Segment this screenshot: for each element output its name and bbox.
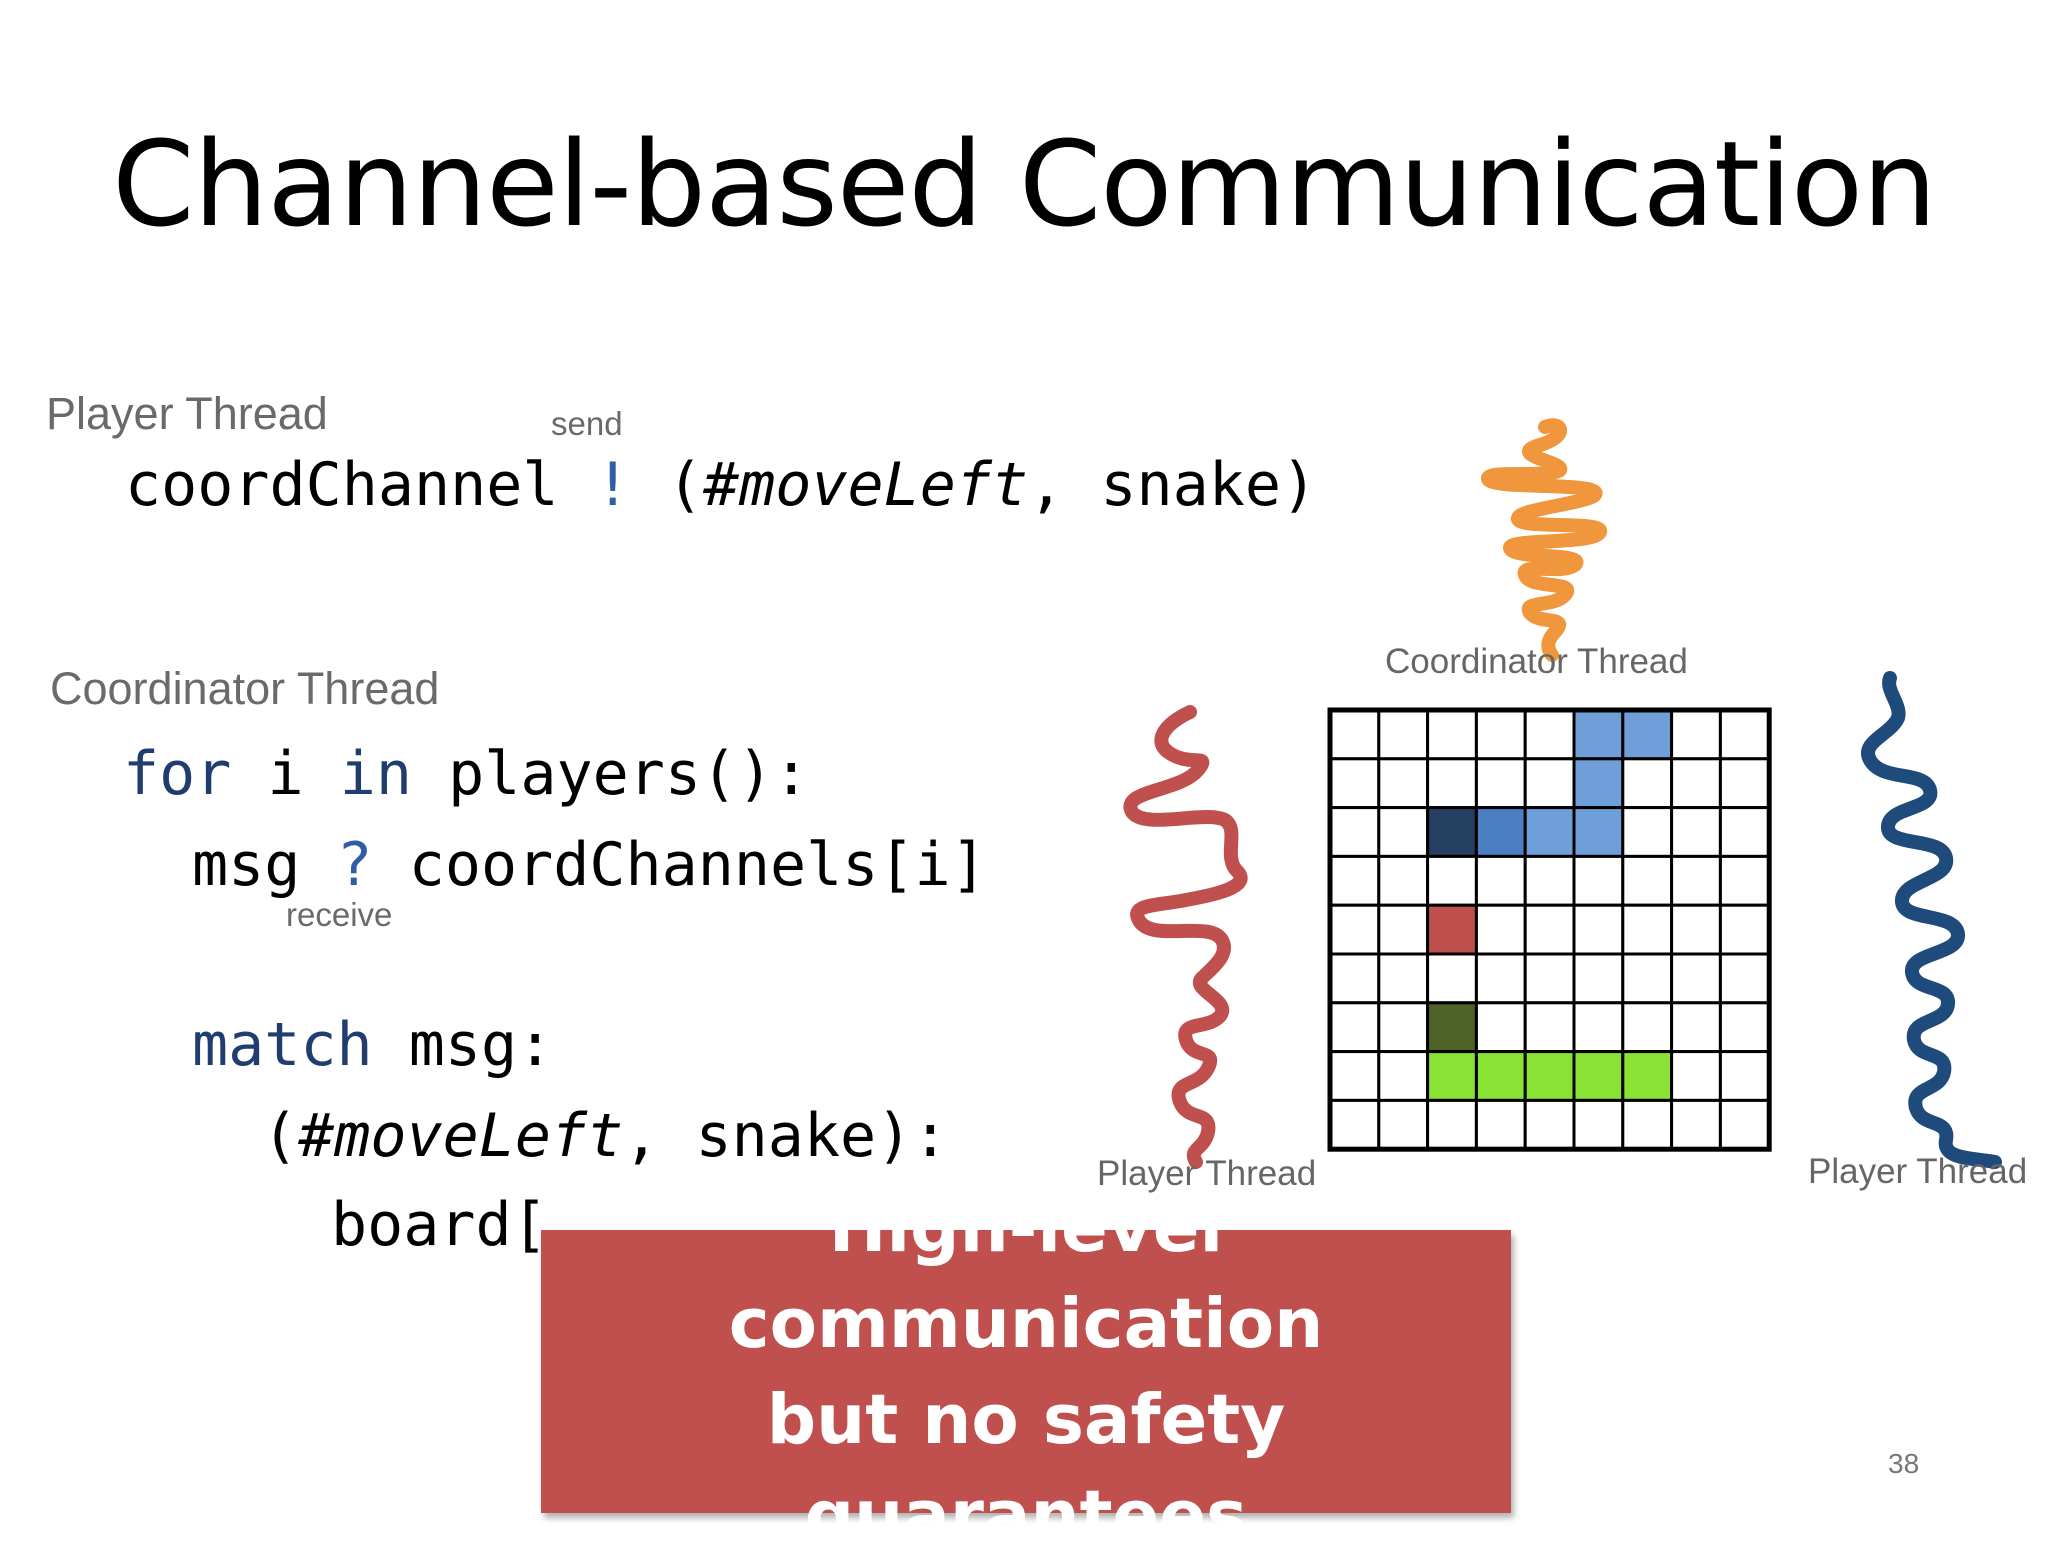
- grid-cell: [1330, 808, 1379, 857]
- grid-cell-filled: [1623, 1052, 1672, 1101]
- left-player-thread-squiggle: [1130, 712, 1240, 1162]
- right-player-thread-squiggle: [1868, 678, 1995, 1162]
- grid-cell: [1623, 954, 1672, 1003]
- grid-cell: [1379, 759, 1428, 808]
- grid-cell: [1379, 808, 1428, 857]
- grid-cell: [1672, 905, 1721, 954]
- grid-cell: [1672, 710, 1721, 759]
- grid-cell: [1525, 1100, 1574, 1149]
- diagram-coordinator-label: Coordinator Thread: [1385, 642, 1688, 682]
- grid-cell-filled: [1574, 759, 1623, 808]
- grid-cell-filled: [1525, 1052, 1574, 1101]
- grid-cell: [1623, 759, 1672, 808]
- grid-cell-filled: [1428, 1003, 1477, 1052]
- grid-cell: [1574, 905, 1623, 954]
- grid-cell: [1428, 710, 1477, 759]
- grid-cell: [1574, 954, 1623, 1003]
- grid-cell: [1476, 710, 1525, 759]
- grid-cell: [1720, 710, 1769, 759]
- grid-cell: [1428, 759, 1477, 808]
- grid-cell: [1330, 1003, 1379, 1052]
- grid-cell: [1623, 856, 1672, 905]
- grid-cell: [1476, 905, 1525, 954]
- grid-cell: [1525, 759, 1574, 808]
- grid-cell: [1525, 905, 1574, 954]
- grid-cell: [1379, 856, 1428, 905]
- grid-cell: [1672, 808, 1721, 857]
- grid-cell: [1428, 954, 1477, 1003]
- grid-cell: [1330, 1100, 1379, 1149]
- grid-cell: [1720, 856, 1769, 905]
- grid-cell: [1672, 1100, 1721, 1149]
- coordinator-thread-squiggle: [1488, 425, 1600, 655]
- grid-cell: [1720, 954, 1769, 1003]
- grid-cell-filled: [1476, 808, 1525, 857]
- grid-cell: [1379, 1052, 1428, 1101]
- grid-cell: [1623, 1100, 1672, 1149]
- grid-cell: [1672, 1003, 1721, 1052]
- grid-cell-filled: [1574, 710, 1623, 759]
- grid-cell: [1379, 1100, 1428, 1149]
- grid-cell: [1720, 759, 1769, 808]
- grid-cell: [1720, 1003, 1769, 1052]
- slide-number: 38: [1888, 1448, 1919, 1480]
- grid-cell: [1574, 856, 1623, 905]
- grid-cell: [1476, 856, 1525, 905]
- grid-cell: [1330, 759, 1379, 808]
- grid-cell-filled: [1525, 808, 1574, 857]
- grid-cell: [1623, 1003, 1672, 1052]
- grid-cell: [1476, 759, 1525, 808]
- grid-cell: [1525, 710, 1574, 759]
- grid-cell: [1672, 856, 1721, 905]
- grid-cell: [1525, 954, 1574, 1003]
- grid-cell: [1720, 808, 1769, 857]
- grid-cell-filled: [1574, 1052, 1623, 1101]
- grid-cell: [1672, 954, 1721, 1003]
- grid-cell: [1720, 905, 1769, 954]
- game-board-grid: [1330, 710, 1769, 1149]
- grid-cell: [1330, 856, 1379, 905]
- grid-cell: [1379, 710, 1428, 759]
- grid-cell: [1330, 710, 1379, 759]
- grid-cell: [1379, 905, 1428, 954]
- grid-cell: [1525, 1003, 1574, 1052]
- callout-box: High-level communication but no safety g…: [541, 1230, 1511, 1513]
- grid-cell: [1623, 905, 1672, 954]
- grid-cell: [1672, 1052, 1721, 1101]
- grid-cell: [1574, 1100, 1623, 1149]
- grid-cell: [1720, 1052, 1769, 1101]
- grid-cell: [1330, 954, 1379, 1003]
- grid-cell-filled: [1428, 905, 1477, 954]
- diagram-right-player-label: Player Thread: [1808, 1152, 2027, 1192]
- grid-cell: [1428, 856, 1477, 905]
- grid-cell: [1476, 954, 1525, 1003]
- grid-cell: [1330, 905, 1379, 954]
- callout-line-1: High-level communication: [541, 1180, 1511, 1372]
- grid-cell: [1525, 856, 1574, 905]
- grid-cell: [1428, 1100, 1477, 1149]
- grid-cell-filled: [1476, 1052, 1525, 1101]
- grid-cell: [1672, 759, 1721, 808]
- grid-cell: [1476, 1100, 1525, 1149]
- grid-cell: [1330, 1052, 1379, 1101]
- grid-cell-filled: [1428, 1052, 1477, 1101]
- grid-cell: [1574, 1003, 1623, 1052]
- grid-cell: [1623, 808, 1672, 857]
- callout-line-2: but no safety guarantees: [541, 1372, 1511, 1564]
- grid-cell-filled: [1623, 710, 1672, 759]
- grid-cell: [1476, 1003, 1525, 1052]
- grid-cell-filled: [1428, 808, 1477, 857]
- grid-cell: [1379, 954, 1428, 1003]
- grid-cell: [1379, 1003, 1428, 1052]
- grid-cell: [1720, 1100, 1769, 1149]
- grid-cell-filled: [1574, 808, 1623, 857]
